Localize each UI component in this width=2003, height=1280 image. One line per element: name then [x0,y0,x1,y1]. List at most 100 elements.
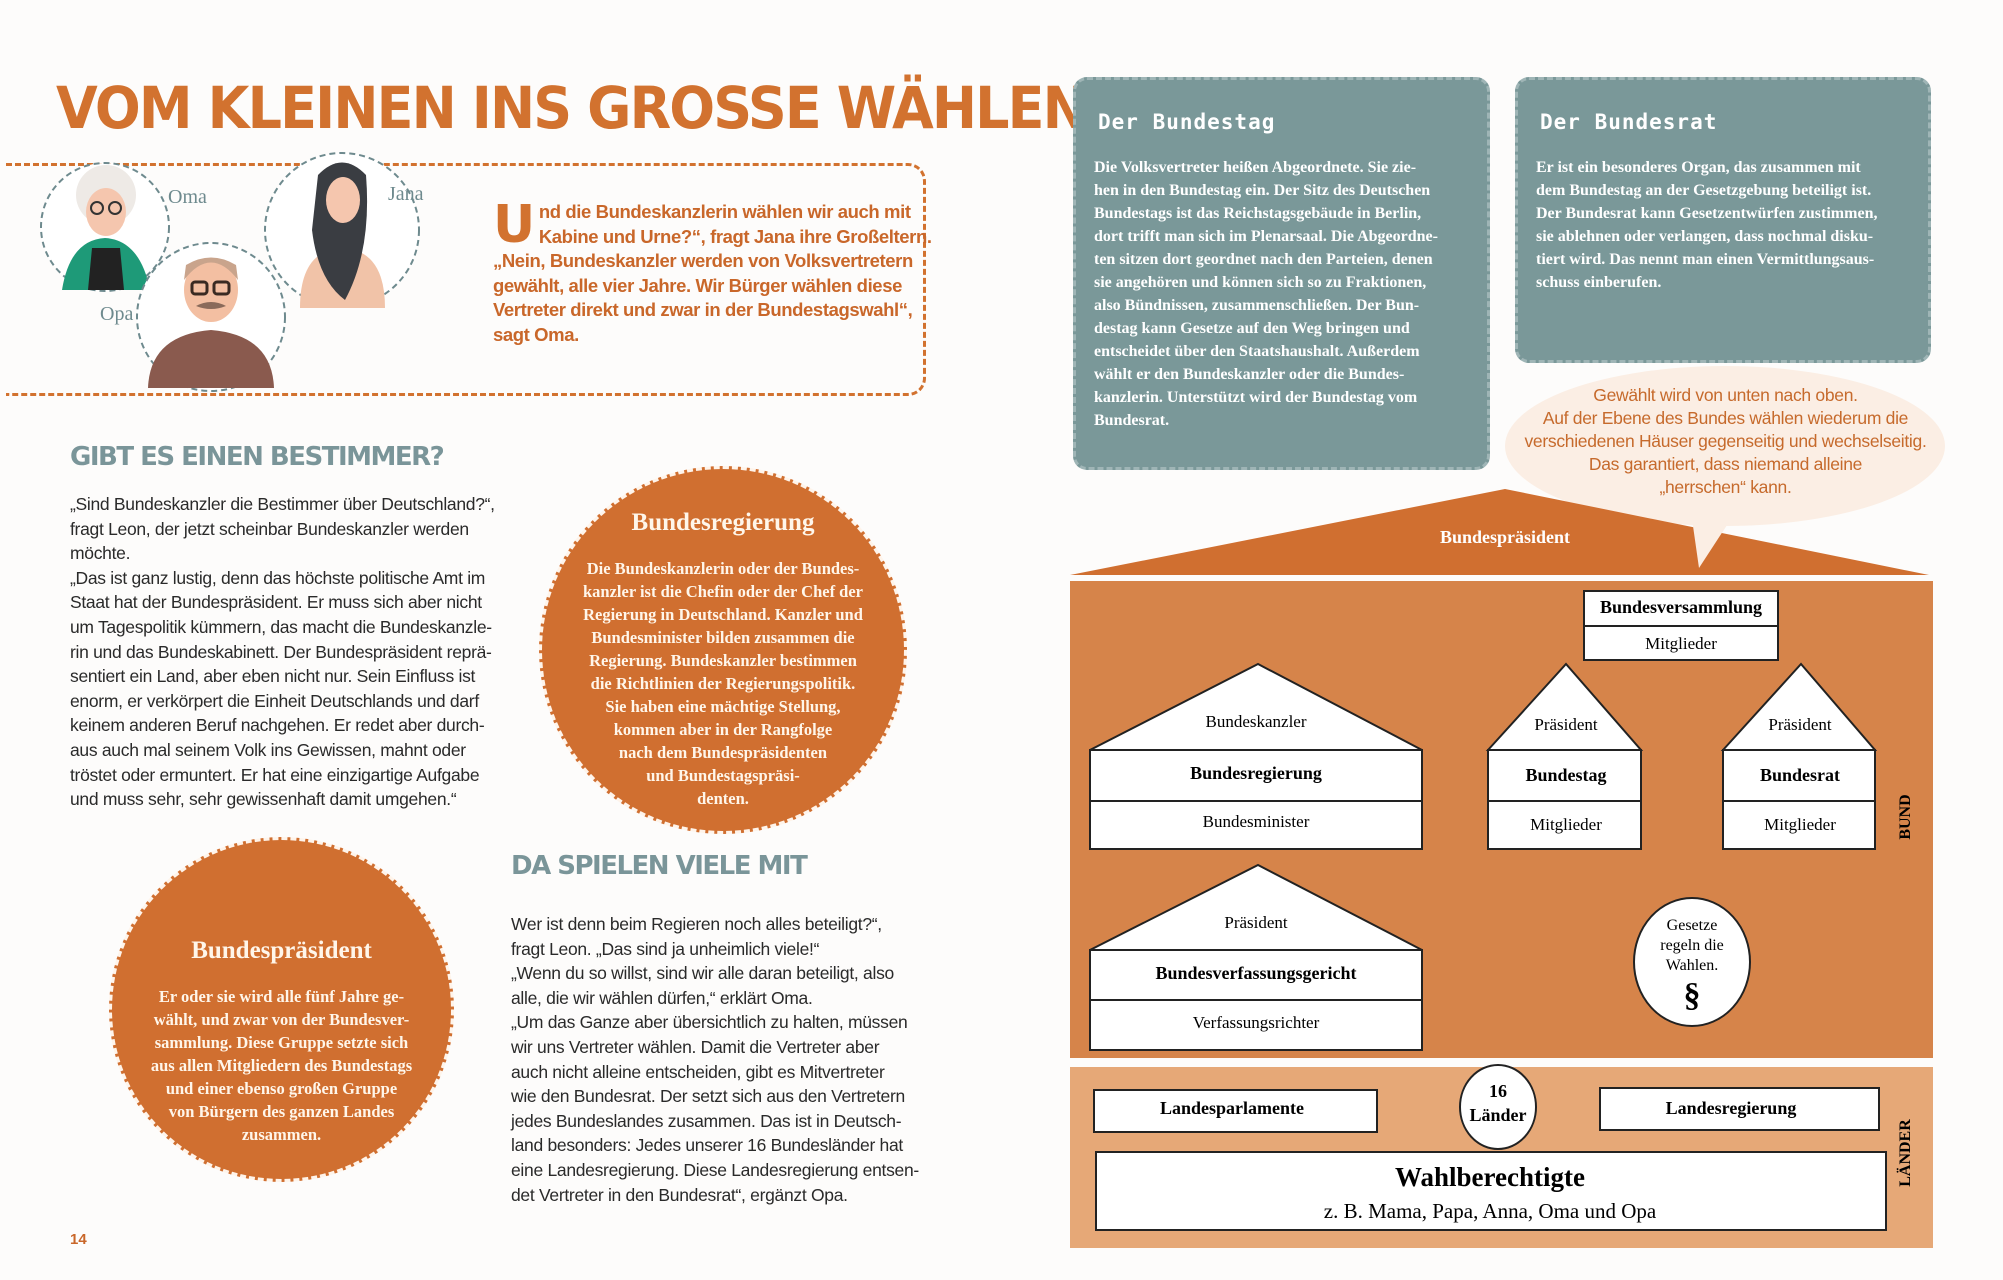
circle-line: denten. [697,789,749,808]
box-line: sie ablehnen oder verlangen, dass nochma… [1536,228,1874,245]
intro-line: „Nein, Bundeskanzler werden von Volksver… [493,250,913,271]
box-line: entscheidet über den Staatshaushalt. Auß… [1094,343,1420,360]
roof-label: Bundespräsident [1440,527,1570,547]
circle-line: kommen aber in der Rangfolge [613,720,833,739]
bundesrat-info-box: Der Bundesrat Er ist ein besonderes Orga… [1515,77,1931,363]
box-line: Bundestags ist das Reichstagsgebäude in … [1094,205,1422,222]
body-line: wie den Bundesrat. Der setzt sich aus de… [511,1086,905,1107]
body-line: um Tagespolitik kümmern, das macht die B… [70,616,492,637]
box-sub: Mitglieder [1645,634,1717,653]
roof-bundespraesident [1070,489,1929,575]
body-line: „Das ist ganz lustig, denn das höchste p… [70,567,486,588]
bundespraesident-info-circle: Bundespräsident Er oder sie wird alle fü… [109,837,454,1182]
body-line: „Wenn du so willst, sind wir alle daran … [511,963,894,984]
house-title: Bundesregierung [1190,763,1322,783]
circle-line: und Bundestagspräsi- [646,766,800,785]
laender-count-circle: 16 Länder [1459,1064,1537,1150]
circle-line: Sie haben eine mächtige Stellung, [605,697,841,716]
box-title: Landesregierung [1666,1098,1797,1118]
drop-cap: U [493,195,535,255]
box-sub: z. B. Mama, Papa, Anna, Oma und Opa [1324,1199,1657,1223]
box-title: Wahlberechtigte [1395,1162,1585,1192]
circle-title: Bundesregierung [631,509,815,536]
intro-line: gewählt, alle vier Jahre. Wir Bürger wäh… [493,274,902,296]
box-line: sie angehören und können sich so zu Frak… [1094,274,1427,291]
bundesversammlung-box: Bundesversammlung Mitglieder [1583,590,1779,661]
box-line: tiert wird. Das nennt man einen Vermittl… [1536,251,1875,268]
body-line: Staat hat der Bundespräsident. Er muss s… [70,592,482,613]
circle-line: die Richtlinien der Regierungspolitik. [590,674,856,693]
intro-line: nd die Bundeskanzlerin wählen wir auch m… [538,201,911,222]
circle-line: wählt, und zwar von der Bundesver- [153,1010,410,1029]
bubble-line: „herrschen“ kann. [1659,477,1792,497]
body-line: land besonders: Jedes unserer 16 Bundesl… [511,1135,903,1156]
body-line: auch nicht alleine entscheiden, gibt es … [511,1061,885,1082]
bubble-line: verschiedenen Häuser gegenseitig und wec… [1524,431,1927,451]
house-roof-label: Bundeskanzler [1205,712,1306,731]
bubble-line: Das garantiert, dass niemand alleine [1588,454,1863,474]
circle-line: von Bürgern des ganzen Landes [168,1102,395,1121]
circle-title: Bundespräsident [191,937,372,964]
circle-line: Regierung in Deutschland. Kanzler und [583,605,863,624]
intro-quote: U nd die Bundeskanzlerin wählen wir auch… [493,195,932,347]
body-line: det Vertreter in den Bundesrat“, ergänzt… [511,1184,848,1205]
body-line: und muss sehr, sehr gewissenhaft damit u… [70,789,457,810]
house-title: Bundesrat [1760,765,1840,785]
house-sub: Bundesminister [1203,812,1310,831]
body-line: wir uns Vertreter wählen. Damit die Vert… [511,1036,880,1057]
box-line: Die Volksvertreter heißen Abgeordnete. S… [1094,159,1417,176]
box-title: Der Bundestag [1098,110,1276,134]
house-roof-label: Präsident [1768,715,1832,734]
oma-label: Oma [168,186,207,208]
body-line: alle, die wir wählen dürfen,“ erklärt Om… [511,987,813,1008]
body-line: keinem anderen Beruf nachgehen. Er redet… [70,715,485,736]
house-sub: Verfassungsrichter [1193,1013,1320,1032]
body-line: fragt Leon. „Das sind ja unheimlich viel… [511,938,820,959]
gesetze-line: Gesetze [1667,917,1718,934]
box-line: dort trifft man sich im Plenarsaal. Die … [1094,228,1438,245]
body-line: tröstet oder ermuntert. Er hat eine einz… [70,764,480,785]
box-line: hen in den Bundestag ein. Der Sitz des D… [1094,182,1431,199]
circle-line: sammlung. Diese Gruppe setzte sich [154,1033,409,1052]
gesetze-line: Wahlen. [1666,957,1718,974]
wahlberechtigte-box: Wahlberechtigte z. B. Mama, Papa, Anna, … [1095,1151,1887,1231]
bundestag-info-box: Der Bundestag Die Volksvertreter heißen … [1073,77,1490,470]
house-sub: Mitglieder [1530,815,1602,834]
house-title: Bundesverfassungsgericht [1155,963,1356,983]
body-line: eine Landesregierung. Diese Landesregier… [511,1159,919,1180]
bundesregierung-info-circle: Bundesregierung Die Bundeskanzlerin oder… [539,466,907,834]
box-title: Bundesversammlung [1600,597,1762,617]
count-number: 16 [1489,1081,1507,1101]
section-body-bestimmer: „Sind Bundeskanzler die Bestimmer über D… [70,492,495,812]
body-line: enorm, er verkörpert die Einheit Deutsch… [70,690,479,711]
box-line: destag kann Gesetze auf den Weg bringen … [1094,320,1410,337]
section-heading-viele: DA SPIELEN VIELE MIT [511,851,808,881]
bubble-line: Auf der Ebene des Bundes wählen wiederum… [1542,408,1909,428]
body-line: „Sind Bundeskanzler die Bestimmer über D… [70,494,495,514]
circle-line: Bundesminister bilden zusammen die [591,628,855,647]
circle-line: nach dem Bundespräsidenten [618,743,828,762]
section-heading-bestimmer: GIBT ES EINEN BESTIMMER? [70,442,445,472]
intro-line: sagt Oma. [493,323,579,345]
body-line: „Um das Ganze aber übersichtlich zu halt… [511,1012,908,1033]
family-illustration: Oma Jana Opa [40,152,424,392]
gesetze-circle: Gesetze regeln die Wahlen. § [1633,897,1751,1027]
opa-avatar [136,242,286,392]
circle-line: zusammen. [241,1125,322,1144]
box-line: dem Bundestag an der Gesetzgebung beteil… [1536,182,1872,199]
count-label: Länder [1469,1105,1526,1125]
landesregierung-box: Landesregierung [1599,1087,1880,1131]
circle-line: aus allen Mitgliedern des Bundestags [150,1056,413,1075]
body-line: Wer ist denn beim Regieren noch alles be… [511,914,882,934]
jana-avatar [264,152,420,308]
bundestag-house: Präsident Bundestag Mitglieder [1485,662,1644,850]
verfassungsgericht-house: Präsident Bundesverfassungsgericht Verfa… [1089,863,1423,1051]
circle-line: Regierung. Bundeskanzler bestimmen [589,651,857,670]
box-title: Der Bundesrat [1540,110,1718,134]
box-line: kanzlerin. Unterstützt wird der Bundesta… [1094,389,1418,406]
oma-avatar [40,162,170,292]
bundesregierung-house: Bundeskanzler Bundesregierung Bundesmini… [1089,662,1423,850]
box-line: Der Bundesrat kann Gesetzentwürfen zusti… [1536,205,1878,222]
bubble-line: Gewählt wird von unten nach oben. [1593,385,1858,405]
intro-line: Kabine und Urne?“, fragt Jana ihre Große… [538,225,932,247]
